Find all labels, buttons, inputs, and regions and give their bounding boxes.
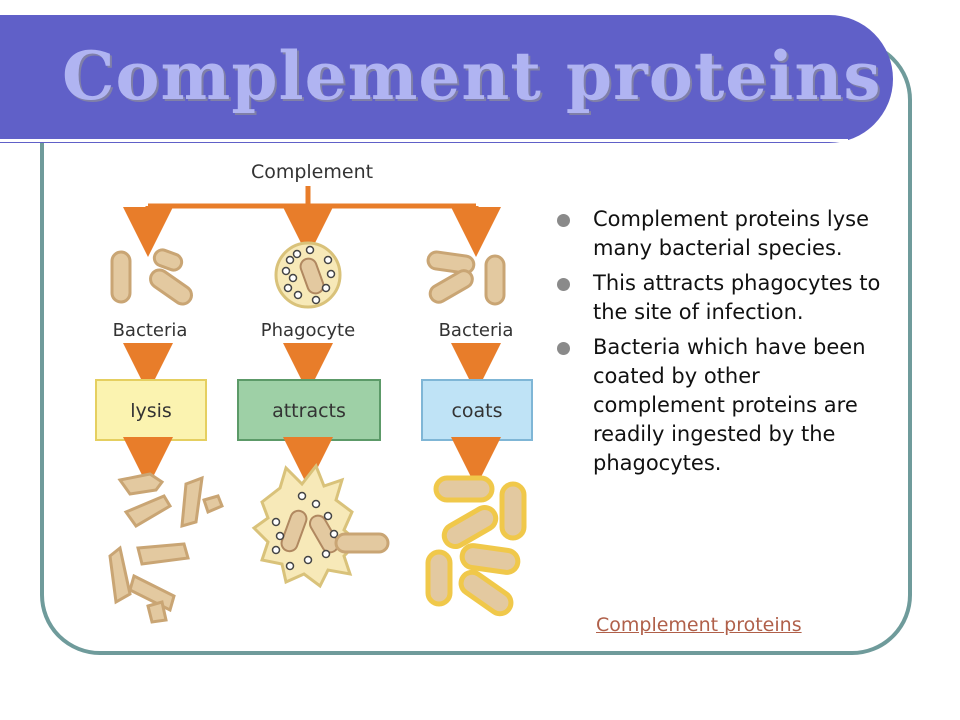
action-label-coats: coats	[451, 400, 502, 422]
action-label-attracts: attracts	[272, 400, 346, 422]
bullet-dot-icon	[557, 342, 570, 355]
slide-title: Complement proteins	[62, 37, 882, 115]
title-underline	[0, 139, 848, 142]
target-label-bacteria-right: Bacteria	[439, 320, 514, 341]
bullet-item: Bacteria which have been coated by other…	[555, 333, 890, 478]
bacteria-right-image	[426, 250, 506, 306]
branch-arrows	[123, 186, 501, 257]
bacteria-left-image	[110, 248, 193, 306]
complement-label: Complement	[251, 161, 373, 183]
title-bar: Complement proteins	[0, 15, 893, 143]
attracts-box	[237, 379, 381, 441]
bullet-text: Complement proteins lyse many bacterial …	[593, 207, 870, 260]
complement-diagram: Complement Bacteria Phagocyte Bacteria	[95, 161, 533, 624]
target-label-phagocyte: Phagocyte	[261, 320, 355, 341]
bullet-item: This attracts phagocytes to the site of …	[555, 269, 890, 327]
phagocyte-image	[274, 241, 342, 309]
down-arrows-lower	[123, 437, 501, 487]
complement-proteins-link[interactable]: Complement proteins	[596, 614, 802, 636]
down-arrows-upper	[123, 343, 501, 393]
bullet-item: Complement proteins lyse many bacterial …	[555, 205, 890, 263]
lysed-bacteria-image	[108, 472, 224, 624]
bullet-list: Complement proteins lyse many bacterial …	[555, 205, 890, 484]
bullet-text: Bacteria which have been coated by other…	[593, 335, 866, 475]
bullet-text: This attracts phagocytes to the site of …	[593, 271, 881, 324]
bullet-dot-icon	[557, 278, 570, 291]
bullet-dot-icon	[557, 214, 570, 227]
engulfing-phagocyte-image	[251, 463, 390, 589]
action-label-lysis: lysis	[130, 400, 172, 422]
target-label-bacteria-left: Bacteria	[113, 320, 188, 341]
coated-bacteria-image	[425, 475, 527, 617]
